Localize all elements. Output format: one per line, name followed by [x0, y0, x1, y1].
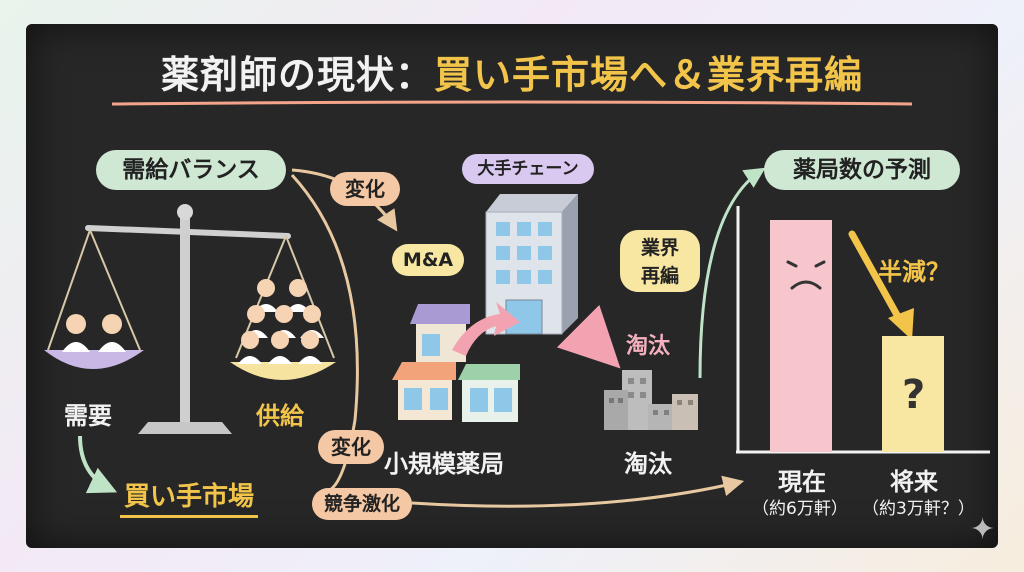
- reorganization-pill: 業界再編: [620, 230, 700, 292]
- change-pill-upper: 変化: [330, 172, 400, 206]
- building-icon: [485, 194, 578, 335]
- decline-arrow: [848, 230, 906, 328]
- weeded-buildings: [604, 370, 698, 430]
- change-pill-lower: 変化: [318, 430, 384, 464]
- reorganization-line-2: 再編: [640, 265, 679, 287]
- chain-label-pill: 大手チェーン: [462, 154, 594, 184]
- flow-line-demand-to-market: [78, 435, 118, 494]
- pharmacist-group-supply: [238, 279, 324, 364]
- weeded-caption: 淘汰: [624, 450, 672, 478]
- building-icon: [648, 404, 676, 430]
- flow-line-competition-to-chart: [411, 475, 745, 508]
- chart-note-now: （約6万軒）: [752, 499, 848, 519]
- building-icon: [672, 394, 698, 430]
- page-title: 薬剤師の現状：買い手市場へ＆業界再編: [0, 44, 1024, 99]
- flow-line-balance-to-competition: [290, 173, 359, 492]
- weeded-tag: 淘汰: [626, 334, 671, 359]
- pharmacist-group-demand: [62, 314, 126, 352]
- pharmacist-icon: [98, 314, 126, 352]
- house-icon: [392, 362, 456, 420]
- title-prefix: 薬剤師の現状：: [160, 53, 434, 97]
- buyers-market-label: 買い手市場: [120, 476, 259, 518]
- halving-annotation: 半減？: [878, 258, 950, 286]
- title-underline: [111, 100, 913, 106]
- bar-future: [882, 336, 944, 452]
- sad-face-icon: [786, 260, 826, 290]
- balance-scale-icon: [44, 204, 336, 434]
- chart-note-future: （約3万軒？）: [862, 499, 975, 519]
- weeded-arrow: [556, 304, 621, 369]
- title-accent: 買い手市場へ＆業界再編: [434, 53, 864, 97]
- chart-category-future: 将来: [890, 468, 938, 496]
- question-mark-icon: ?: [902, 372, 926, 418]
- ma-arrow: [452, 302, 520, 356]
- chart-bars: [770, 220, 944, 452]
- sparkle-icon: ✦: [970, 512, 996, 547]
- flow-line-weeded-to-forecast: [698, 167, 766, 379]
- building-icon: [604, 390, 628, 430]
- demand-label: 需要: [64, 402, 112, 430]
- house-icon: [458, 364, 520, 422]
- pharmacist-icon: [238, 331, 262, 364]
- pharmacist-icon: [62, 314, 90, 352]
- supply-label: 供給: [256, 402, 304, 430]
- decline-arrowhead: [888, 308, 914, 340]
- small-pharmacy-label: 小規模薬局: [384, 450, 504, 478]
- forecast-title-pill: 薬局数の予測: [764, 150, 960, 190]
- pharmacist-icon: [268, 331, 292, 364]
- competition-pill: 競争激化: [312, 488, 412, 520]
- pharmacist-icon: [298, 331, 322, 364]
- bar-now: [770, 220, 832, 452]
- supply-demand-balance-pill: 需給バランス: [96, 150, 286, 190]
- ma-label-pill: M&A: [392, 244, 464, 276]
- reorganization-line-1: 業界: [640, 237, 679, 259]
- chart-category-now: 現在: [778, 468, 826, 496]
